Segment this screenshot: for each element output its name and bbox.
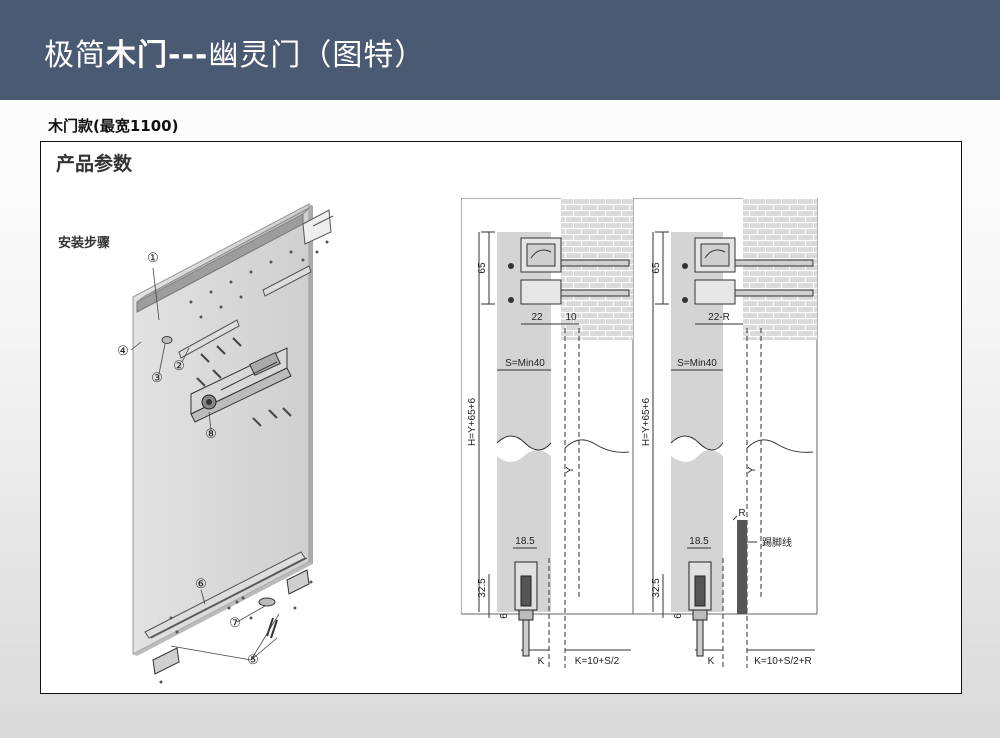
right-dim-22r: 22-R [708, 312, 730, 323]
right-k-label: K [708, 656, 715, 667]
callout-7: ⑦ [229, 615, 241, 630]
left-dim-18-5: 18.5 [515, 536, 535, 547]
right-dim-32-5: 32.5 [651, 578, 662, 598]
right-r-label: R [738, 508, 745, 519]
door-slab [132, 203, 310, 655]
left-y-label: Y [565, 466, 576, 473]
model-subtitle: 木门款(最宽1100) [48, 117, 179, 135]
left-dim-6: 6 [499, 613, 510, 619]
right-y-label: Y [747, 466, 758, 473]
installation-drawing: ① ② ③ ④ ⑤ ⑥ ⑦ ⑧ [117, 203, 334, 684]
left-dim-32-5: 32.5 [477, 578, 488, 598]
left-height-formula: H=Y+65+6 [467, 398, 478, 447]
technical-drawings: 65 22 10 S=Min40 H=Y+65+6 Y 18.5 32.5 6 … [461, 198, 818, 679]
header-bar: 极简木门---幽灵门（图特） [0, 0, 1000, 100]
left-section-drawing: 65 22 10 S=Min40 H=Y+65+6 Y 18.5 32.5 6 … [461, 198, 634, 668]
left-dim-65: 65 [477, 262, 488, 274]
section-title: 产品参数 [56, 153, 133, 175]
callout-6: ⑥ [195, 576, 207, 591]
page-title: 极简木门---幽灵门（图特） [44, 38, 426, 73]
callout-5: ⑤ [247, 652, 259, 667]
left-k-formula: K=10+S/2 [575, 656, 620, 667]
roller-mechanism [190, 347, 292, 423]
product-parameters-panel: 产品参数 安装步骤 [40, 141, 962, 694]
callout-4: ④ [117, 343, 129, 358]
right-section-drawing: 65 22-R S=Min40 H=Y+65+6 Y R 踢脚线 18.5 32… [633, 198, 818, 679]
bottom-guide-rail [144, 551, 306, 639]
left-k-label: K [538, 656, 545, 667]
callout-1: ① [147, 250, 159, 265]
callout-3: ③ [151, 370, 163, 385]
top-bracket [302, 209, 332, 245]
install-steps-title: 安装步骤 [58, 236, 111, 251]
brick-wall-left [561, 198, 633, 340]
skirting-board [737, 678, 747, 679]
right-height-formula: H=Y+65+6 [641, 398, 652, 447]
right-wall-gap: S=Min40 [677, 358, 717, 369]
right-k-formula: K=10+S/2+R [754, 656, 812, 667]
floor-guide-block [286, 569, 310, 595]
right-dim-18-5: 18.5 [689, 536, 709, 547]
left-dim-10: 10 [565, 312, 577, 323]
right-dim-65: 65 [651, 262, 662, 274]
left-wall-gap: S=Min40 [505, 358, 545, 369]
brick-wall-right [743, 198, 817, 340]
callout-2: ② [173, 358, 185, 373]
right-dim-6: 6 [673, 613, 684, 619]
right-skirting-label: 踢脚线 [762, 536, 792, 549]
left-dim-22: 22 [531, 312, 543, 323]
callout-8: ⑧ [205, 426, 217, 441]
